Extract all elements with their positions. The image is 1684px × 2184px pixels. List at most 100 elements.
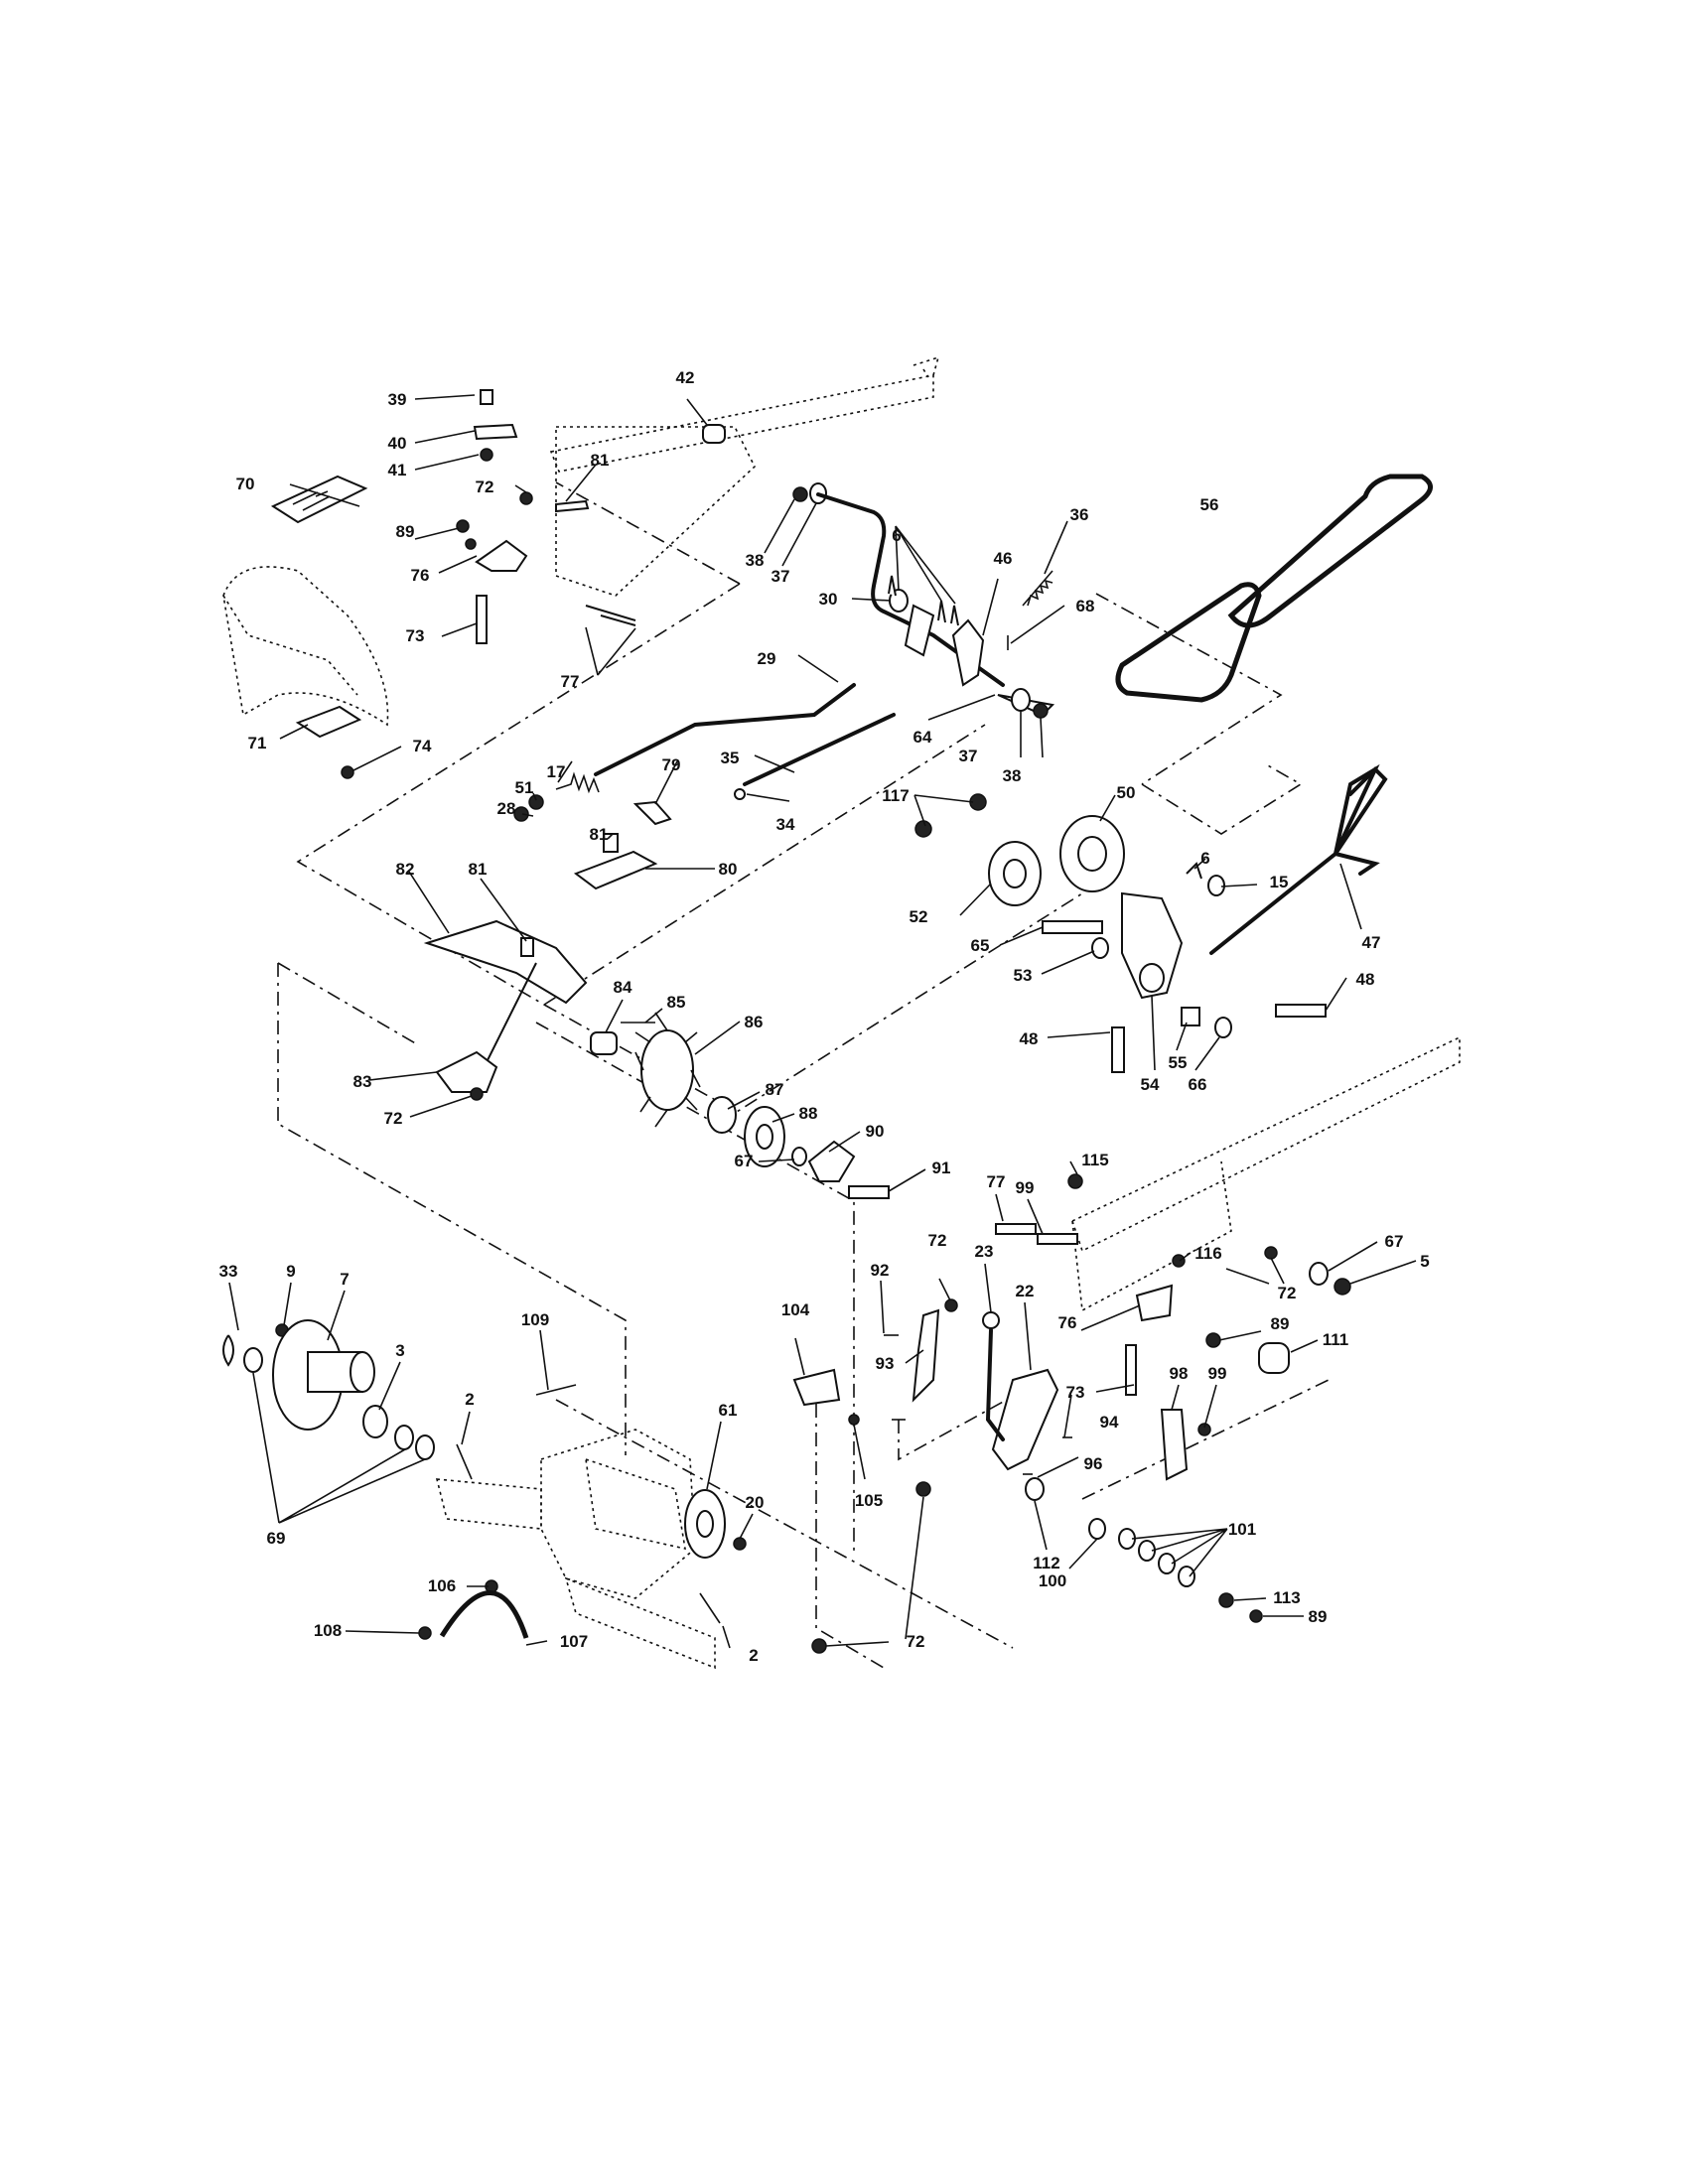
pin-6b xyxy=(937,600,946,623)
callout-72b: 72 xyxy=(384,1109,403,1128)
knob-23 xyxy=(982,1311,1000,1329)
callout-74: 74 xyxy=(413,737,432,755)
bolt-99-right xyxy=(1037,1233,1078,1245)
callout-76b: 76 xyxy=(1058,1313,1077,1332)
callout-36: 36 xyxy=(1070,505,1089,524)
nut-20 xyxy=(733,1537,747,1551)
callout-87: 87 xyxy=(766,1080,784,1099)
callout-2b: 2 xyxy=(749,1646,758,1665)
bolt-48-lower xyxy=(1111,1026,1125,1073)
boundary-bracket-group xyxy=(1141,763,1303,835)
callout-3: 3 xyxy=(395,1341,404,1360)
bolt-73-upper xyxy=(476,595,488,644)
callout-17: 17 xyxy=(547,762,566,781)
callout-6b: 6 xyxy=(1200,849,1209,868)
callout-109: 109 xyxy=(521,1310,549,1329)
nut-51 xyxy=(528,794,544,810)
callout-94: 94 xyxy=(1100,1413,1119,1432)
nut-89-upper-b xyxy=(465,538,477,550)
callout-88: 88 xyxy=(799,1104,818,1123)
callout-92: 92 xyxy=(871,1261,890,1280)
callout-33: 33 xyxy=(219,1262,238,1281)
fender xyxy=(222,566,389,727)
callout-96: 96 xyxy=(1084,1454,1103,1473)
callout-70: 70 xyxy=(236,475,255,493)
callout-111: 111 xyxy=(1323,1330,1349,1349)
nut-105 xyxy=(848,1414,860,1426)
frame-bracket-lower xyxy=(1071,1160,1232,1312)
callout-81a: 81 xyxy=(591,451,610,470)
callout-117: 117 xyxy=(882,786,909,805)
leader-lines-path xyxy=(228,394,1417,1649)
pin-6a xyxy=(888,575,897,597)
bushing-111 xyxy=(1258,1342,1290,1374)
callout-5: 5 xyxy=(1420,1252,1429,1271)
bolt-48-right xyxy=(1275,1004,1327,1018)
pulley-50-hub xyxy=(1077,836,1107,872)
callout-51: 51 xyxy=(515,778,534,797)
callout-72a: 72 xyxy=(476,478,494,496)
callout-48b: 48 xyxy=(1020,1029,1039,1048)
callout-56: 56 xyxy=(1200,495,1219,514)
rod-29 xyxy=(594,683,856,776)
hub-7-end xyxy=(350,1351,375,1393)
callout-47: 47 xyxy=(1362,933,1381,952)
callout-104: 104 xyxy=(781,1300,810,1319)
bolt-77-lower xyxy=(995,1223,1037,1235)
bracket-82 xyxy=(423,919,588,1005)
callout-108: 108 xyxy=(314,1621,342,1640)
boundary-middle xyxy=(543,869,1121,1113)
nut-117b xyxy=(914,820,932,838)
nut-41 xyxy=(480,448,493,462)
callout-2a: 2 xyxy=(465,1390,474,1409)
callout-20: 20 xyxy=(746,1493,765,1512)
bracket-40 xyxy=(473,423,518,441)
callout-77b: 77 xyxy=(987,1172,1006,1191)
pulley-61-hub xyxy=(696,1510,714,1538)
callout-50: 50 xyxy=(1117,783,1136,802)
pin-34 xyxy=(734,788,746,800)
rod-47b xyxy=(1333,766,1388,856)
callout-7: 7 xyxy=(340,1270,349,1289)
callout-76a: 76 xyxy=(411,566,430,585)
boundary-left-vertical xyxy=(277,963,627,1455)
pin-109 xyxy=(535,1384,577,1396)
shift-plate-70 xyxy=(270,475,368,524)
bushing-42 xyxy=(702,424,726,444)
nut-89-upper-a xyxy=(456,519,470,533)
callout-73b: 73 xyxy=(1066,1383,1085,1402)
transaxle-housing xyxy=(540,1429,696,1599)
callout-68: 68 xyxy=(1076,597,1095,615)
callout-48a: 48 xyxy=(1356,970,1375,989)
callout-116: 116 xyxy=(1194,1244,1221,1263)
callout-72d: 72 xyxy=(928,1231,947,1250)
leader-lines xyxy=(228,394,1417,1649)
bolt-81-top xyxy=(555,499,590,513)
components xyxy=(222,389,1433,1654)
axle-left xyxy=(435,1478,542,1530)
bolt-65 xyxy=(1042,920,1103,934)
bolt-91 xyxy=(848,1185,890,1199)
callout-34: 34 xyxy=(776,815,795,834)
callout-99a: 99 xyxy=(1016,1178,1035,1197)
washer-38-lower xyxy=(1033,703,1049,719)
retainer-33 xyxy=(222,1334,234,1367)
bracket-104 xyxy=(792,1368,841,1407)
callout-100: 100 xyxy=(1039,1571,1066,1590)
nut-99-lower xyxy=(1197,1423,1211,1436)
pulley-52-hub xyxy=(1003,859,1027,888)
callout-23: 23 xyxy=(975,1242,994,1261)
washer-101b xyxy=(1138,1540,1156,1562)
assembly-boundaries xyxy=(277,481,1330,1669)
hub-7 xyxy=(272,1319,375,1431)
callout-6a: 6 xyxy=(892,526,901,545)
frame-rail-lower xyxy=(1071,1035,1461,1253)
callout-113: 113 xyxy=(1273,1588,1300,1607)
rod-47 xyxy=(1209,763,1380,955)
washer-38-upper xyxy=(792,486,808,502)
nut-89-right xyxy=(1205,1332,1221,1348)
nut-72-upper xyxy=(519,491,533,505)
plate-90 xyxy=(807,1140,856,1182)
callout-107: 107 xyxy=(560,1632,588,1651)
bolts-77-upper xyxy=(585,605,636,626)
